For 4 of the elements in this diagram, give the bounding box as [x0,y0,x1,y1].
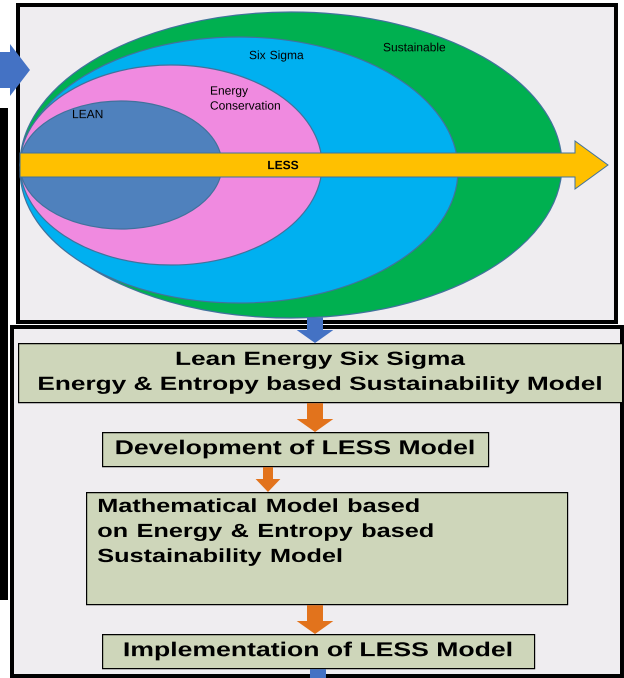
process-box: Lean Energy Six Sigma Energy & Entropy based Sustainability Model [18,343,624,404]
process-box: Implementation of LESS Model [102,634,536,670]
process-box: Development of LESS Model [102,432,490,468]
process-box: Mathematical Model based on Energy & Entropy based Sustainability Model [86,492,568,606]
